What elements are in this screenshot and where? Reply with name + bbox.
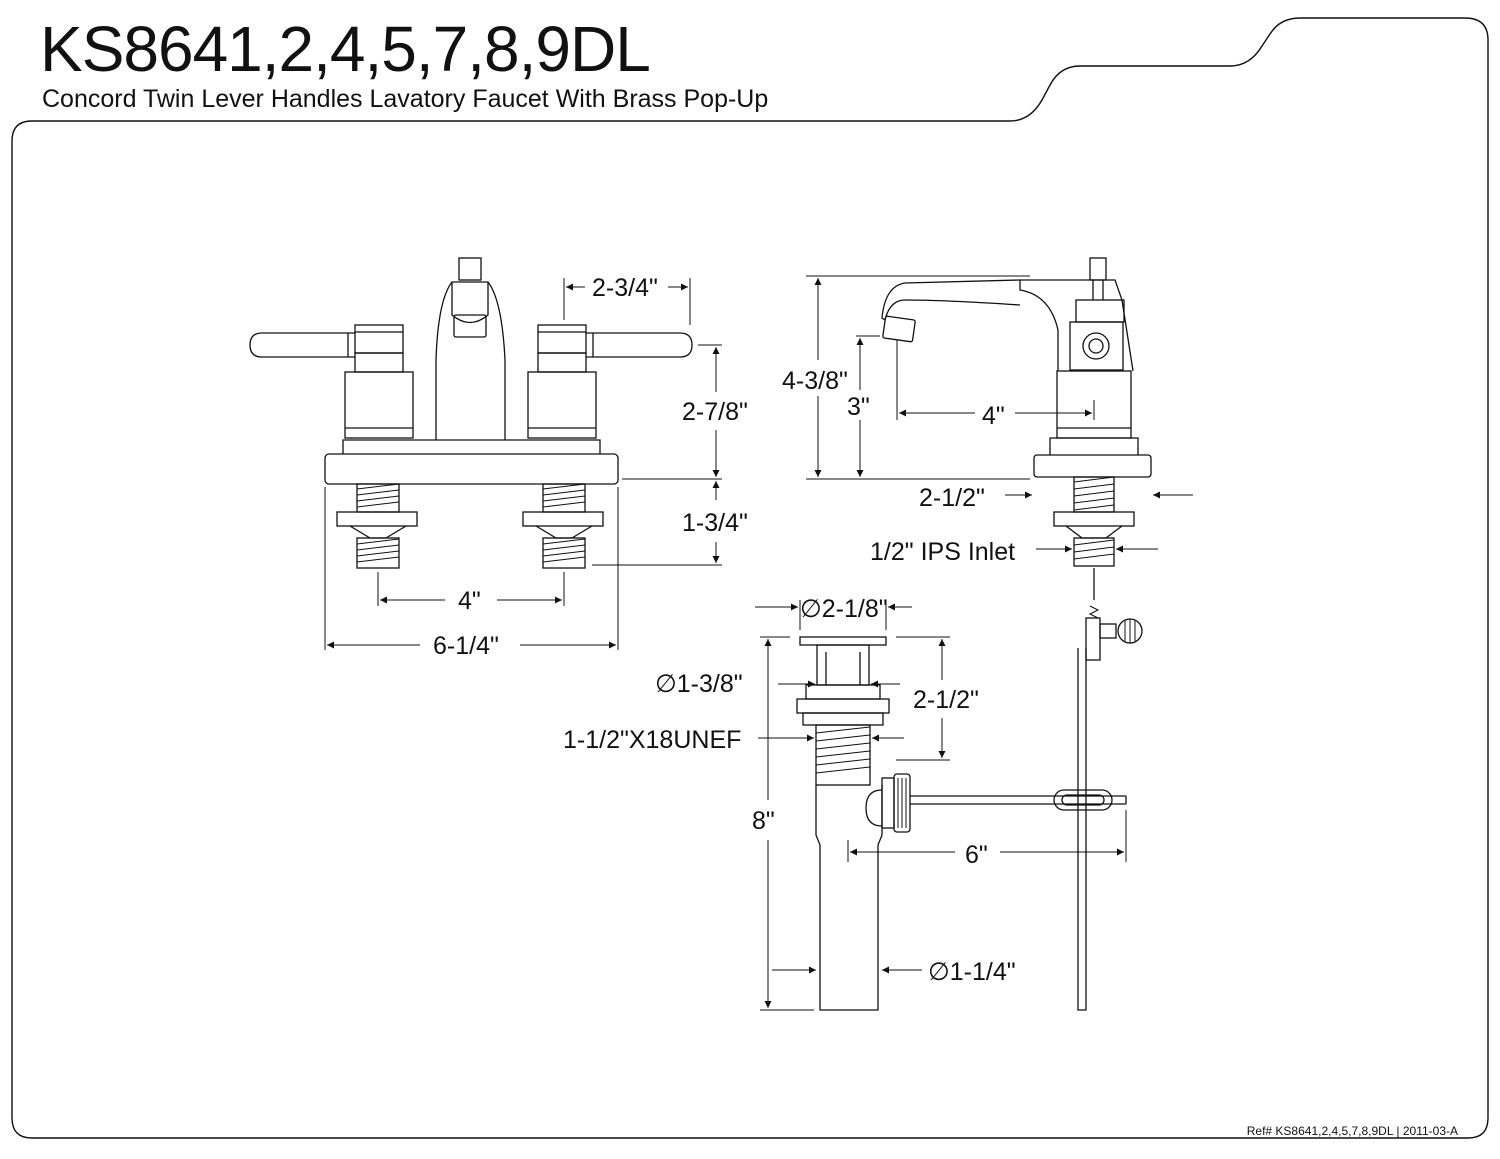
- dim-thread: 1-1/2"X18UNEF: [563, 726, 741, 754]
- dim-total-height: 4-3/8": [782, 367, 848, 395]
- page-border: [11, 17, 1489, 1139]
- dim-tailpiece-length: 8": [752, 807, 775, 835]
- dim-shank-length: 1-3/4": [682, 509, 748, 537]
- drain-dimension-lines: [755, 603, 1124, 1008]
- dim-flange-dia: ∅2-1/8": [800, 595, 888, 623]
- side-dimension-lines: [814, 278, 1193, 553]
- model-title: KS8641,2,4,5,7,8,9DL: [40, 13, 651, 85]
- dim-stopper-dia: ∅1-3/8": [655, 670, 743, 698]
- dim-centers: 4": [458, 587, 481, 615]
- front-dimension-lines: [327, 283, 720, 649]
- faucet-front-view: [249, 257, 722, 650]
- popup-drain-view: [760, 568, 1143, 1011]
- dim-handle-to-center: 2-3/4": [592, 274, 658, 302]
- dim-body-height: 2-1/2": [913, 686, 979, 714]
- dim-overall-width: 6-1/4": [433, 632, 499, 660]
- dim-tailpiece-dia: ∅1-1/4": [928, 958, 1016, 986]
- reference-footer: Ref# KS8641,2,4,5,7,8,9DL | 2011-03-A: [1246, 1124, 1458, 1138]
- dim-base-depth: 2-1/2": [919, 484, 985, 512]
- dim-height-above-deck: 2-7/8": [682, 398, 748, 426]
- dim-spout-reach: 4": [982, 402, 1005, 430]
- faucet-side-view: [806, 257, 1152, 567]
- dim-inlet: 1/2" IPS Inlet: [870, 538, 1015, 566]
- dim-pivot-reach: 6": [965, 841, 988, 869]
- product-subtitle: Concord Twin Lever Handles Lavatory Fauc…: [42, 85, 769, 113]
- dim-spout-height: 3": [847, 393, 870, 421]
